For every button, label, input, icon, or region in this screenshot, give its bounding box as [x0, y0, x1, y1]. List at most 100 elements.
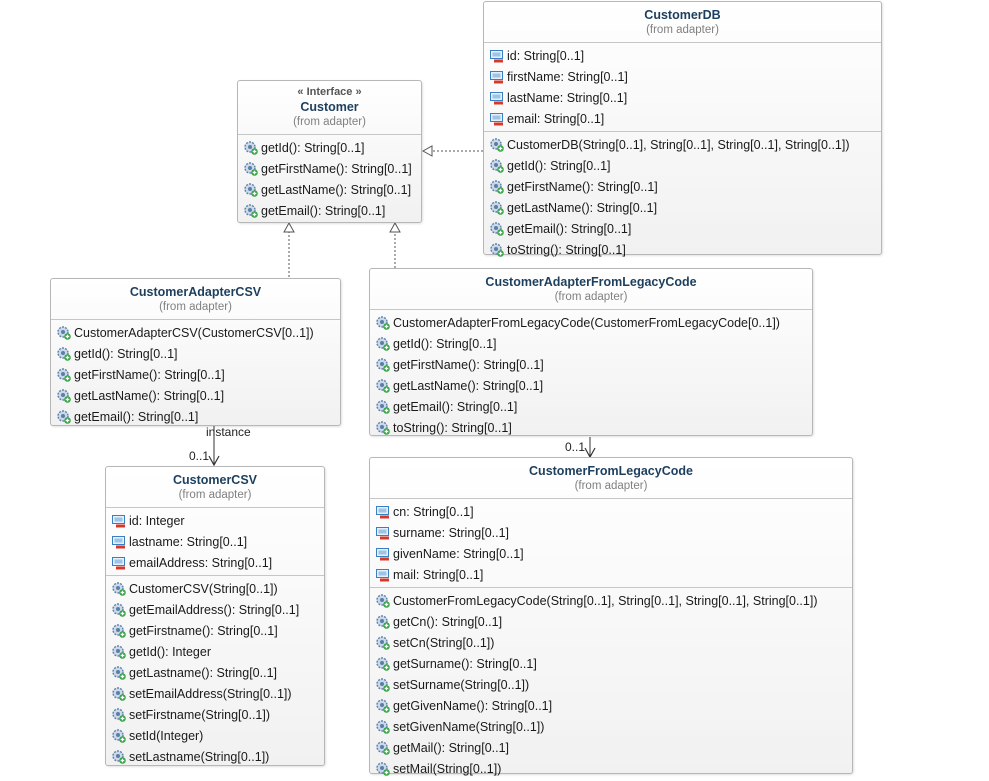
operation-row[interactable]: getFirstName(): String[0..1]: [244, 158, 421, 179]
public-operation-icon: [376, 420, 390, 435]
public-operation-icon: [490, 242, 504, 257]
operation-row[interactable]: setId(Integer): [112, 725, 324, 746]
operation-row[interactable]: setSurname(String[0..1]): [376, 674, 852, 695]
private-attribute-icon: [376, 526, 389, 539]
public-operation-icon: [112, 581, 126, 596]
operation-text: setGivenName(String[0..1]): [393, 719, 545, 734]
operation-row[interactable]: CustomerDB(String[0..1], String[0..1], S…: [490, 134, 881, 155]
public-operation-icon: [376, 719, 390, 734]
class-customerfromlegacycode[interactable]: CustomerFromLegacyCode(from adapter)cn: …: [369, 457, 853, 776]
operation-row[interactable]: getLastName(): String[0..1]: [244, 179, 421, 200]
operation-row[interactable]: CustomerAdapterCSV(CustomerCSV[0..1]): [57, 322, 340, 343]
operation-row[interactable]: getSurname(): String[0..1]: [376, 653, 852, 674]
operation-text: CustomerDB(String[0..1], String[0..1], S…: [507, 137, 850, 152]
operation-row[interactable]: getId(): String[0..1]: [376, 333, 812, 354]
operation-text: toString(): String[0..1]: [507, 242, 626, 257]
package-label: (from adapter): [178, 489, 252, 501]
public-operation-icon: [57, 367, 71, 382]
attribute-row[interactable]: lastname: String[0..1]: [112, 531, 324, 552]
operation-row[interactable]: getLastName(): String[0..1]: [57, 385, 340, 406]
operation-text: getEmail(): String[0..1]: [393, 399, 518, 414]
operation-row[interactable]: getFirstname(): String[0..1]: [112, 620, 324, 641]
attribute-row[interactable]: firstName: String[0..1]: [490, 66, 881, 87]
private-attribute-icon: [376, 547, 389, 560]
operation-row[interactable]: getEmail(): String[0..1]: [244, 200, 421, 221]
operation-text: setFirstname(String[0..1]): [129, 707, 271, 722]
class-header: CustomerAdapterFromLegacyCode(from adapt…: [370, 269, 812, 309]
operation-text: getEmail(): String[0..1]: [507, 221, 632, 236]
operation-row[interactable]: getGivenName(): String[0..1]: [376, 695, 852, 716]
attribute-text: mail: String[0..1]: [393, 567, 484, 582]
operation-row[interactable]: getLastName(): String[0..1]: [376, 375, 812, 396]
attribute-row[interactable]: cn: String[0..1]: [376, 501, 852, 522]
class-name: Customer: [300, 100, 359, 114]
public-operation-icon: [57, 388, 71, 403]
operation-row[interactable]: CustomerFromLegacyCode(String[0..1], Str…: [376, 590, 852, 611]
public-operation-icon: [57, 346, 71, 361]
attribute-row[interactable]: givenName: String[0..1]: [376, 543, 852, 564]
operation-row[interactable]: getFirstName(): String[0..1]: [376, 354, 812, 375]
operation-row[interactable]: getFirstName(): String[0..1]: [490, 176, 881, 197]
operation-row[interactable]: getEmail(): String[0..1]: [376, 396, 812, 417]
operation-row[interactable]: getMail(): String[0..1]: [376, 737, 852, 758]
operation-row[interactable]: getLastName(): String[0..1]: [490, 197, 881, 218]
operation-row[interactable]: CustomerCSV(String[0..1]): [112, 578, 324, 599]
operation-row[interactable]: getEmail(): String[0..1]: [490, 218, 881, 239]
operation-row[interactable]: setGivenName(String[0..1]): [376, 716, 852, 737]
operation-row[interactable]: getFirstName(): String[0..1]: [57, 364, 340, 385]
attribute-text: id: String[0..1]: [507, 48, 585, 63]
association-multiplicity-label: 0..1: [565, 440, 586, 454]
operation-row[interactable]: getCn(): String[0..1]: [376, 611, 852, 632]
operation-row[interactable]: setLastname(String[0..1]): [112, 746, 324, 767]
public-operation-icon: [244, 161, 258, 176]
attribute-row[interactable]: id: String[0..1]: [490, 45, 881, 66]
operation-row[interactable]: setFirstname(String[0..1]): [112, 704, 324, 725]
private-attribute-icon: [490, 49, 503, 62]
operation-text: getId(): String[0..1]: [261, 140, 365, 155]
operation-text: getFirstname(): String[0..1]: [129, 623, 278, 638]
attribute-text: lastName: String[0..1]: [507, 90, 628, 105]
operation-row[interactable]: getEmailAddress(): String[0..1]: [112, 599, 324, 620]
operation-row[interactable]: getLastname(): String[0..1]: [112, 662, 324, 683]
attribute-row[interactable]: email: String[0..1]: [490, 108, 881, 129]
operation-text: getGivenName(): String[0..1]: [393, 698, 553, 713]
public-operation-icon: [376, 656, 390, 671]
operation-row[interactable]: toString(): String[0..1]: [490, 239, 881, 260]
attributes-compartment: cn: String[0..1]surname: String[0..1]giv…: [370, 498, 852, 587]
attribute-row[interactable]: lastName: String[0..1]: [490, 87, 881, 108]
operation-row[interactable]: setCn(String[0..1]): [376, 632, 852, 653]
attribute-text: emailAddress: String[0..1]: [129, 555, 273, 570]
private-attribute-icon: [376, 568, 389, 581]
class-customerdb[interactable]: CustomerDB(from adapter) id: String[0..1]…: [483, 1, 882, 257]
operation-row[interactable]: getId(): Integer: [112, 641, 324, 662]
class-customer[interactable]: « Interface »Customer(from adapter)getId…: [237, 80, 422, 223]
class-customeradaptercsv[interactable]: CustomerAdapterCSV(from adapter)Customer…: [50, 278, 341, 426]
operation-row[interactable]: getId(): String[0..1]: [490, 155, 881, 176]
stereotype-label: « Interface »: [297, 86, 362, 98]
operation-row[interactable]: getEmail(): String[0..1]: [57, 406, 340, 427]
attribute-row[interactable]: emailAddress: String[0..1]: [112, 552, 324, 573]
public-operation-icon: [244, 140, 258, 155]
public-operation-icon: [490, 221, 504, 236]
package-label: (from adapter): [159, 301, 232, 313]
attribute-row[interactable]: mail: String[0..1]: [376, 564, 852, 585]
operation-row[interactable]: setEmailAddress(String[0..1]): [112, 683, 324, 704]
operation-text: toString(): String[0..1]: [393, 420, 512, 435]
class-customeradapterfromlegacycode[interactable]: CustomerAdapterFromLegacyCode(from adapt…: [369, 268, 813, 436]
operation-row[interactable]: getId(): String[0..1]: [244, 137, 421, 158]
class-header: CustomerDB(from adapter): [484, 2, 881, 42]
operation-row[interactable]: CustomerAdapterFromLegacyCode(CustomerFr…: [376, 312, 812, 333]
attribute-row[interactable]: id: Integer: [112, 510, 324, 531]
private-attribute-icon: [376, 505, 389, 518]
public-operation-icon: [376, 740, 390, 755]
operation-row[interactable]: setMail(String[0..1]): [376, 758, 852, 779]
operation-text: setMail(String[0..1]): [393, 761, 502, 776]
operation-text: getFirstName(): String[0..1]: [507, 179, 658, 194]
operation-row[interactable]: getId(): String[0..1]: [57, 343, 340, 364]
operation-row[interactable]: toString(): String[0..1]: [376, 417, 812, 438]
attribute-row[interactable]: surname: String[0..1]: [376, 522, 852, 543]
public-operation-icon: [376, 614, 390, 629]
operation-text: getCn(): String[0..1]: [393, 614, 503, 629]
